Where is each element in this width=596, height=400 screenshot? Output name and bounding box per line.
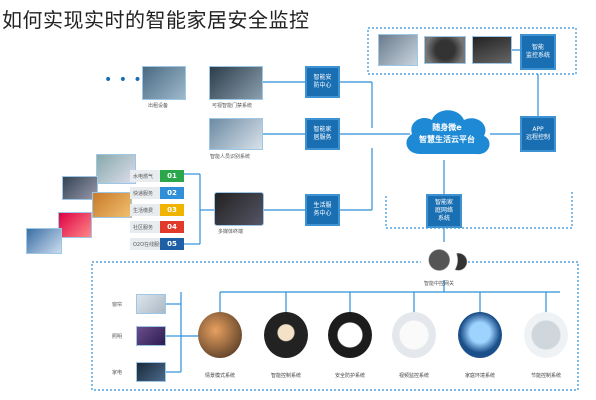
list-row (130, 170, 160, 182)
node-label: APP 远程控制 (525, 126, 550, 141)
tablet-photo (214, 192, 264, 226)
device-photo (472, 36, 512, 64)
side-photo (136, 294, 166, 314)
ellipsis: • • • (104, 72, 143, 88)
list-badge: 03 (160, 204, 184, 216)
device-caption: 节能控制系统 (530, 373, 561, 379)
cloud-line2: 智慧生活云平台 (419, 135, 475, 144)
device-caption: 视频监控系统 (398, 373, 429, 379)
security-center-box: 智能安 防中心 (305, 66, 340, 98)
list-badge: 04 (160, 221, 184, 233)
photo-caption: 多媒体终端 (218, 229, 244, 235)
device-caption: 情景模式系统 (204, 373, 235, 379)
list-label: 快递服务 (133, 191, 154, 197)
side-label: 家电 (112, 370, 123, 376)
list-row (130, 238, 160, 250)
device-photo (198, 312, 242, 358)
node-label: 智能安 防中心 (313, 74, 332, 89)
service-photo (26, 228, 62, 254)
node-label: 生活服 务中心 (313, 202, 332, 217)
remote-app-box: APP 远程控制 (520, 116, 556, 152)
gateway-photo (420, 242, 468, 278)
service-photo (92, 192, 132, 218)
cloud-line1: 随身微e (432, 123, 462, 132)
cloud-icon (406, 110, 490, 155)
device-photo (328, 312, 372, 358)
list-row (130, 221, 160, 233)
device-caption: 智能控制系统 (270, 373, 301, 379)
node-label: 智能 监控系统 (525, 44, 550, 59)
node-label: 智能家 庭网络 系统 (434, 199, 453, 222)
side-photo (136, 326, 166, 346)
list-row (130, 204, 160, 216)
device-photo (142, 66, 186, 100)
list-label: 生活缴费 (133, 208, 154, 214)
side-label: 窗帘 (112, 302, 123, 308)
list-row (130, 187, 160, 199)
device-photo (458, 312, 502, 358)
device-photo (424, 36, 466, 64)
lifestyle-box: 生活服 务中心 (305, 194, 340, 226)
device-caption: 家庭环境系统 (464, 373, 495, 379)
list-label: 社区服务 (133, 225, 154, 231)
home-service-box: 智能家 居服务 (305, 118, 340, 150)
list-label: 水电燃气 (133, 174, 154, 180)
list-badge: 02 (160, 187, 184, 199)
device-photo (264, 312, 308, 358)
smart-doorbell-box: 智能 监控系统 (520, 34, 556, 70)
device-photo (209, 66, 263, 100)
device-photo (392, 312, 436, 358)
device-caption: 安全防护系统 (334, 373, 365, 379)
device-photo (524, 312, 568, 358)
device-photo (209, 118, 263, 150)
photo-caption: 智能人员识别系统 (210, 154, 251, 160)
side-label: 照明 (112, 334, 123, 340)
page-title: 如何实现实时的智能家居安全监控 (2, 8, 310, 32)
list-label: O2O在线服务 (133, 242, 165, 248)
list-badge: 05 (160, 238, 184, 250)
service-photo (58, 212, 92, 238)
node-label: 智能家 居服务 (313, 126, 332, 141)
photo-caption: 出租设备 (148, 103, 169, 109)
side-photo (136, 362, 166, 382)
service-photo (96, 154, 136, 184)
home-network-box: 智能家 庭网络 系统 (426, 194, 462, 228)
photo-caption: 可视智能门禁系统 (212, 103, 253, 109)
device-photo (378, 34, 418, 66)
cloud-platform: 随身微e 智慧生活云平台 (400, 100, 494, 162)
list-badge: 01 (160, 170, 184, 182)
gateway-caption: 智能中控网关 (424, 281, 455, 287)
